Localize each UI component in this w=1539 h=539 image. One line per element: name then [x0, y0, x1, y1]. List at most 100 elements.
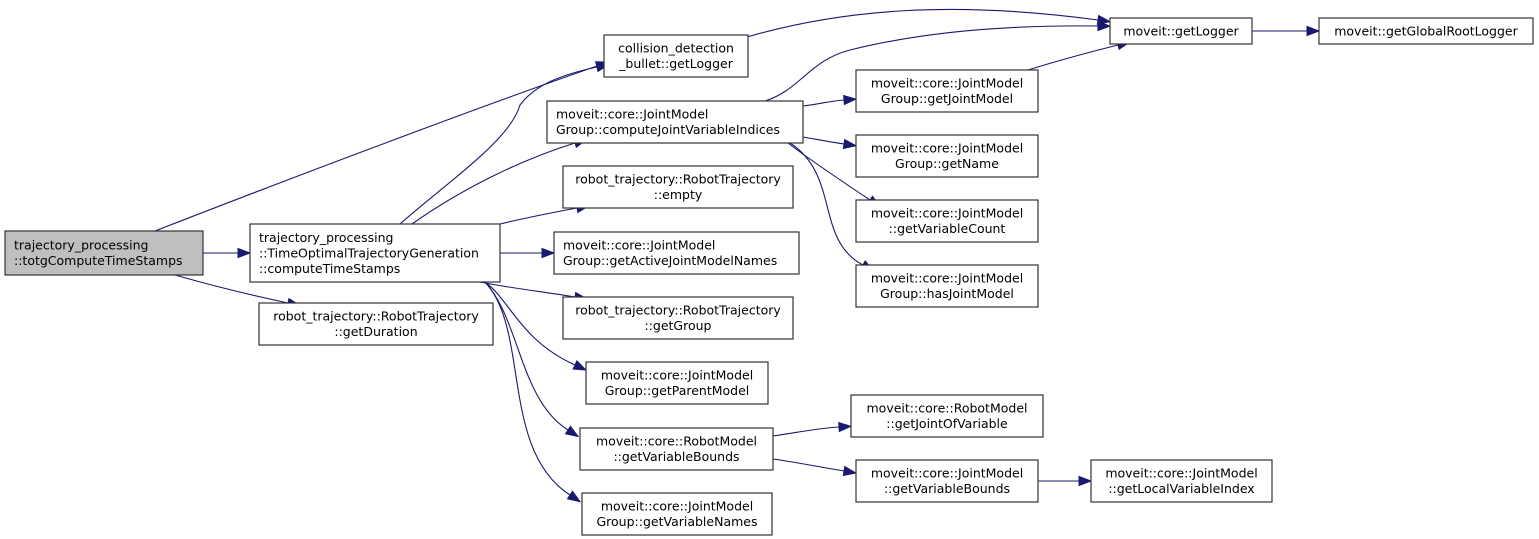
node-box[interactable]	[850, 394, 1044, 438]
node-label-line: Group::getActiveJointModelNames	[563, 253, 777, 268]
node-label-line: moveit::core::JointModel	[556, 107, 708, 122]
node-label-line: moveit::core::JointModel	[871, 206, 1023, 221]
node-label-line: moveit::core::JointModel	[871, 76, 1023, 91]
node-label-line: collision_detection	[618, 41, 734, 56]
node-box[interactable]	[855, 134, 1039, 178]
node-box[interactable]	[4, 230, 204, 276]
node-label-line: ::getVariableCount	[889, 221, 1006, 236]
node-label-line: moveit::getGlobalRootLogger	[1334, 23, 1518, 38]
node-getLocalVarIndex[interactable]: moveit::core::JointModel::getLocalVariab…	[1090, 459, 1273, 503]
node-rtEmpty[interactable]: robot_trajectory::RobotTrajectory::empty	[562, 165, 794, 209]
edge-line	[746, 8, 1099, 38]
node-box[interactable]	[855, 459, 1039, 503]
edge-computeTS-to-getActiveJMN	[500, 247, 556, 259]
edge-computeJVI-to-moveitGetLogger	[764, 20, 1112, 102]
arrowhead-icon	[838, 421, 853, 433]
node-label-line: robot_trajectory::RobotTrajectory	[273, 309, 479, 324]
node-getGlobalRootLogger[interactable]: moveit::getGlobalRootLogger	[1318, 17, 1534, 45]
node-getDuration[interactable]: robot_trajectory::RobotTrajectory::getDu…	[258, 302, 494, 346]
node-rtGetGroup[interactable]: robot_trajectory::RobotTrajectory::getGr…	[562, 296, 794, 340]
edge-moveitGetLogger-to-getGlobalRootLogger	[1252, 25, 1321, 37]
node-label-line: moveit::core::JointModel	[871, 141, 1023, 156]
node-box[interactable]	[1090, 459, 1273, 503]
arrowhead-icon	[842, 138, 858, 150]
node-label-line: Group::computeJointVariableIndices	[556, 122, 780, 137]
node-box[interactable]	[553, 231, 800, 275]
arrowhead-icon	[564, 425, 580, 438]
node-computeJVI[interactable]: moveit::core::JointModelGroup::computeJo…	[546, 100, 804, 144]
edges-layer	[154, 8, 1321, 503]
node-label-line: moveit::getLogger	[1123, 23, 1239, 38]
node-label-line: Group::getParentModel	[605, 383, 750, 398]
node-box[interactable]	[585, 361, 769, 405]
arrowhead-icon	[237, 247, 252, 259]
node-label-line: trajectory_processing	[14, 238, 148, 253]
edge-line	[787, 142, 871, 201]
node-box[interactable]	[581, 492, 773, 536]
edge-getJointModel-to-moveitGetLogger	[1027, 40, 1132, 71]
node-cdbGetLogger[interactable]: collision_detection_bullet::getLogger	[603, 34, 749, 78]
edge-line	[802, 136, 845, 145]
edge-cdbGetLogger-to-moveitGetLogger	[746, 8, 1112, 38]
node-box[interactable]	[1318, 17, 1534, 45]
node-label-line: ::computeTimeStamps	[259, 261, 400, 276]
node-hasJointModel[interactable]: moveit::core::JointModelGroup::hasJointM…	[855, 264, 1039, 308]
node-box[interactable]	[249, 223, 501, 283]
node-rmGetVarBounds[interactable]: moveit::core::RobotModel::getVariableBou…	[579, 427, 774, 471]
node-box[interactable]	[603, 34, 749, 78]
node-box[interactable]	[562, 296, 794, 340]
edge-line	[484, 281, 571, 496]
edge-computeJVI-to-getName	[802, 136, 858, 150]
edge-rmGetVarBounds-to-jmGetVarBounds	[772, 458, 858, 477]
arrowhead-icon	[843, 94, 858, 106]
node-getJointModel[interactable]: moveit::core::JointModelGroup::getJointM…	[855, 69, 1039, 113]
edge-line	[479, 281, 576, 298]
node-label-line: ::getVariableBounds	[613, 449, 739, 464]
edge-line	[484, 281, 569, 431]
edge-line	[764, 25, 1099, 102]
node-box[interactable]	[855, 69, 1039, 113]
node-getParentModel[interactable]: moveit::core::JointModelGroup::getParent…	[585, 361, 769, 405]
edge-computeTS-to-getParentModel	[484, 281, 588, 371]
arrowhead-icon	[842, 465, 858, 477]
node-box[interactable]	[562, 165, 794, 209]
edge-line	[399, 66, 598, 225]
edge-line	[154, 65, 598, 232]
node-getJointOfVariable[interactable]: moveit::core::RobotModel::getJointOfVari…	[850, 394, 1044, 438]
edge-computeJVI-to-getJointModel	[802, 94, 858, 107]
node-label-line: ::TimeOptimalTrajectoryGeneration	[259, 245, 479, 260]
edge-line	[499, 207, 578, 225]
edge-line	[772, 426, 840, 437]
node-box[interactable]	[855, 264, 1039, 308]
arrowhead-icon	[1097, 20, 1112, 32]
node-getVariableCount[interactable]: moveit::core::JointModel::getVariableCou…	[855, 199, 1039, 243]
node-getActiveJMN[interactable]: moveit::core::JointModelGroup::getActive…	[553, 231, 800, 275]
node-label-line: ::empty	[654, 187, 703, 202]
node-box[interactable]	[855, 199, 1039, 243]
node-label-line: trajectory_processing	[259, 230, 393, 245]
node-box[interactable]	[546, 100, 804, 144]
node-totg[interactable]: trajectory_processing::totgComputeTimeSt…	[4, 230, 204, 276]
node-computeTS[interactable]: trajectory_processing::TimeOptimalTrajec…	[249, 223, 501, 283]
edge-line	[411, 142, 576, 225]
node-box[interactable]	[1109, 17, 1253, 45]
node-jmGetVarBounds[interactable]: moveit::core::JointModel::getVariableBou…	[855, 459, 1039, 503]
node-label-line: ::getVariableBounds	[884, 481, 1010, 496]
edge-totg-to-computeTS	[203, 247, 252, 259]
edge-line	[174, 274, 289, 304]
node-label-line: ::getGroup	[644, 318, 711, 333]
node-label-line: moveit::core::JointModel	[871, 271, 1023, 286]
edge-line	[789, 142, 864, 266]
arrowhead-icon	[1306, 25, 1321, 37]
edge-line	[802, 99, 845, 107]
edge-computeTS-to-getVarNames	[484, 281, 582, 503]
node-box[interactable]	[579, 427, 774, 471]
node-box[interactable]	[258, 302, 494, 346]
node-getVarNames[interactable]: moveit::core::JointModelGroup::getVariab…	[581, 492, 773, 536]
node-label-line: moveit::core::JointModel	[563, 238, 715, 253]
node-moveitGetLogger[interactable]: moveit::getLogger	[1109, 17, 1253, 45]
node-label-line: moveit::core::RobotModel	[596, 434, 757, 449]
edge-rmGetVarBounds-to-getJointOfVariable	[772, 421, 853, 437]
